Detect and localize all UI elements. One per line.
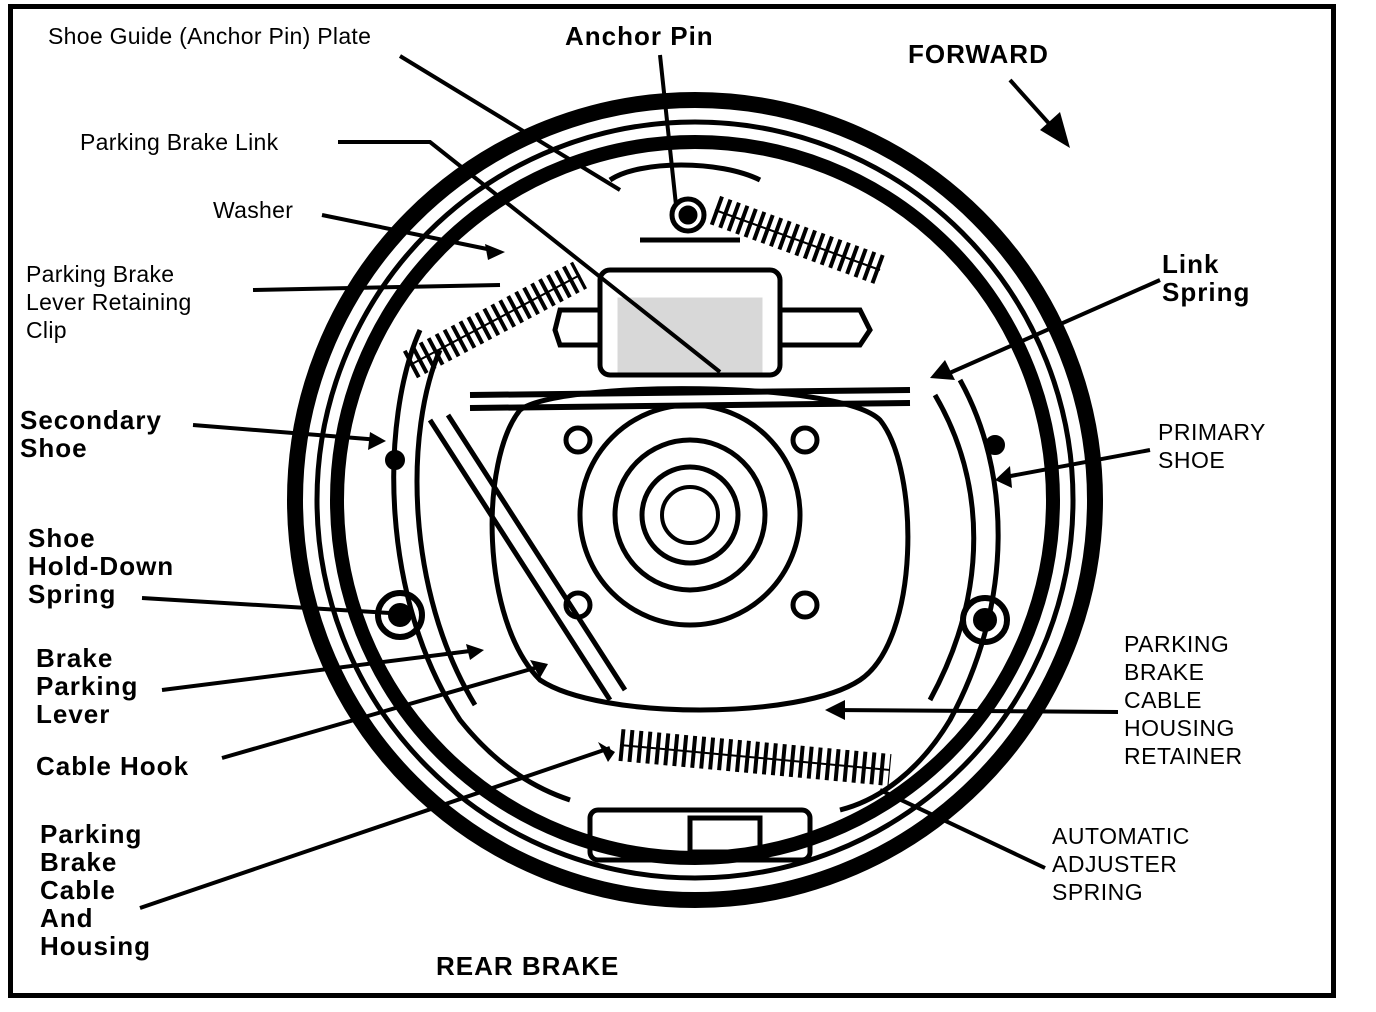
parking-brake-lever xyxy=(427,413,628,702)
label-shoe-guide-plate: Shoe Guide (Anchor Pin) Plate xyxy=(48,23,372,49)
wheel-cylinder xyxy=(552,267,873,378)
label-primary-shoe: PRIMARY SHOE xyxy=(1158,419,1266,473)
label-link-spring: Link Spring xyxy=(1162,249,1251,307)
leader-secondary-shoe xyxy=(192,423,381,442)
leader-anchor-pin xyxy=(658,54,678,206)
leader-lines xyxy=(139,54,1161,910)
leader-retaining-clip xyxy=(252,283,501,292)
label-brake-parking-lever: Brake Parking Lever xyxy=(36,643,139,729)
label-parking-brake-link: Parking Brake Link xyxy=(80,129,279,155)
hold-down-springs xyxy=(375,435,1010,645)
leader-cable-hook xyxy=(221,663,546,760)
label-rear-brake-title: REAR BRAKE xyxy=(436,951,620,981)
anchor-pin-area xyxy=(608,162,762,243)
leader-hold-down-spring xyxy=(141,596,391,615)
label-lever-retaining-clip: Parking Brake Lever Retaining Clip xyxy=(26,261,192,343)
label-automatic-adjuster-spring: AUTOMATIC ADJUSTER SPRING xyxy=(1052,823,1190,905)
label-cable-and-housing: Parking Brake Cable And Housing xyxy=(40,819,151,961)
label-cable-hook: Cable Hook xyxy=(36,751,190,781)
label-hold-down-spring: Shoe Hold-Down Spring xyxy=(28,523,175,609)
leader-primary-shoe xyxy=(999,448,1151,480)
leader-link-spring xyxy=(944,278,1161,377)
leader-washer xyxy=(321,213,493,252)
leader-brake-parking-lever xyxy=(161,648,479,692)
leader-parking-brake-link xyxy=(338,140,722,374)
leader-shoe-guide xyxy=(398,54,622,192)
upper-springs xyxy=(402,195,886,379)
arrowheads xyxy=(368,112,1070,762)
label-forward: FORWARD xyxy=(908,39,1049,69)
hub-assembly xyxy=(489,386,911,713)
label-washer: Washer xyxy=(213,197,294,223)
leader-housing-retainer xyxy=(829,708,1119,714)
adjuster-assembly xyxy=(587,729,892,863)
label-cable-housing-retainer: PARKING BRAKE CABLE HOUSING RETAINER xyxy=(1124,631,1243,769)
label-anchor-pin: Anchor Pin xyxy=(565,21,714,51)
leader-adjuster-spring xyxy=(879,788,1046,870)
diagram-frame xyxy=(8,4,1336,998)
forward-arrow-head xyxy=(1040,112,1070,148)
leader-cable-housing xyxy=(139,746,611,910)
parking-brake-strut xyxy=(469,387,911,411)
label-secondary-shoe: Secondary Shoe xyxy=(20,405,162,463)
